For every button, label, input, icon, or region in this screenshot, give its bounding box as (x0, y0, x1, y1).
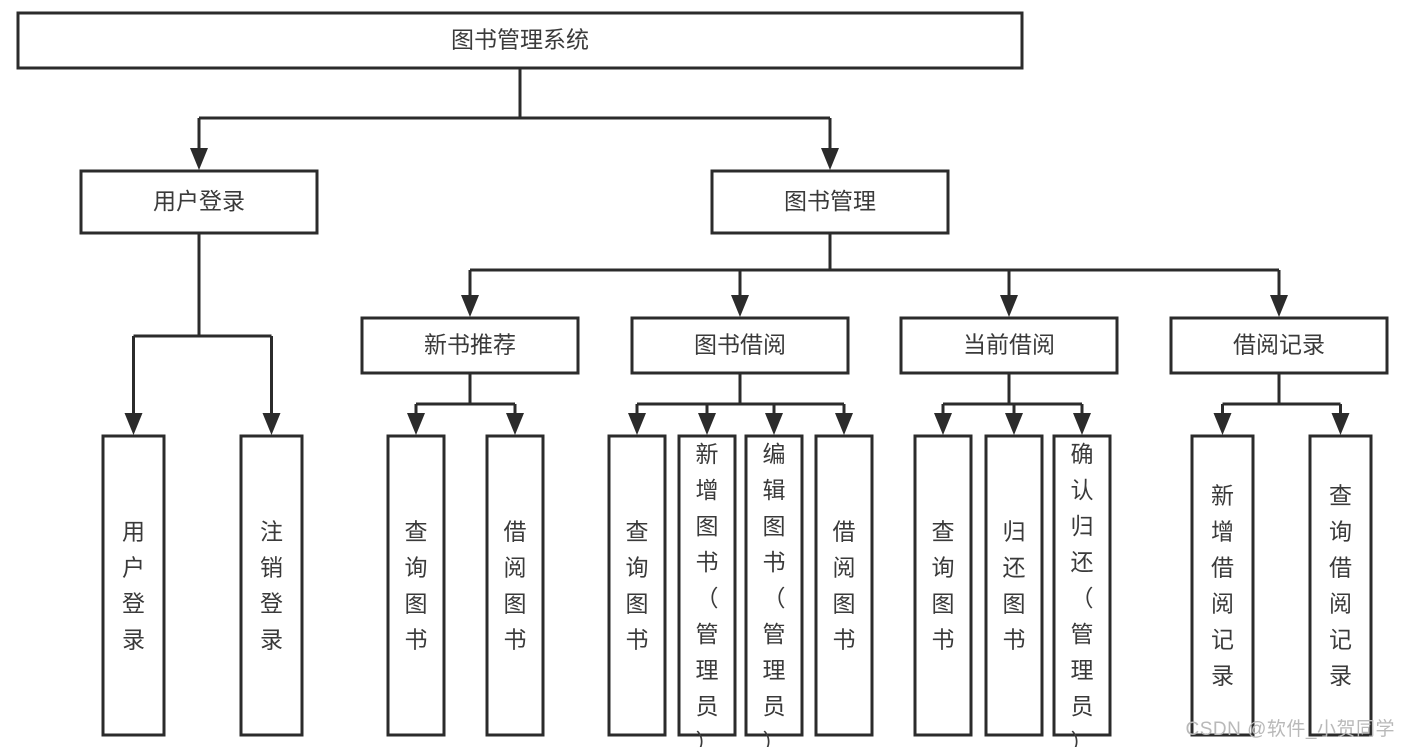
level1-node-0-label: 用户登录 (153, 188, 245, 214)
arrow-down-icon-0-0 (407, 413, 425, 435)
connector-layer (124, 68, 1350, 435)
leaf-label-3: 借阅图书 (504, 519, 527, 653)
arrow-down-icon-l2-2 (1000, 295, 1018, 317)
arrow-down-icon-2-2 (1073, 413, 1091, 435)
level2-node-1-label: 图书借阅 (694, 332, 786, 358)
leaf-label-10: 确认归还（管理员） (1071, 441, 1094, 747)
level1-node-1-label: 图书管理 (784, 188, 876, 214)
arrow-down-icon-0-1 (506, 413, 524, 435)
leaf-box-12[interactable] (1308, 434, 1373, 737)
leaf-box-1[interactable] (239, 434, 304, 737)
root-node-label: 图书管理系统 (451, 27, 589, 53)
level1-node-1-box[interactable] (710, 169, 950, 235)
leaf-label-2: 查询图书 (405, 519, 428, 653)
arrow-down-icon-2-0 (934, 413, 952, 435)
leaf-label-8: 查询图书 (932, 519, 955, 653)
leaf-label-1: 注销登录 (260, 519, 283, 653)
leaf-box-3[interactable] (485, 434, 545, 737)
arrow-down-icon-l1-0 (190, 148, 208, 170)
leaf-box-5[interactable] (677, 434, 737, 737)
level2-node-2-box[interactable] (899, 316, 1119, 375)
level2-node-0-label: 新书推荐 (424, 332, 516, 358)
level1-node-0-box[interactable] (79, 169, 319, 235)
leaf-box-6[interactable] (744, 434, 804, 737)
arrow-down-icon-l2-3 (1270, 295, 1288, 317)
leaf-box-9[interactable] (984, 434, 1044, 737)
leaf-box-10[interactable] (1052, 434, 1112, 737)
level2-node-0-box[interactable] (360, 316, 580, 375)
arrow-down-icon-1-1 (698, 413, 716, 435)
level2-node-3-box[interactable] (1169, 316, 1389, 375)
leaf-box-4[interactable] (607, 434, 667, 737)
arrow-down-icon-l2-0 (461, 295, 479, 317)
arrow-down-icon-l2-1 (731, 295, 749, 317)
arrow-down-icon-1-2 (765, 413, 783, 435)
leaf-box-8[interactable] (913, 434, 973, 737)
arrow-down-icon-3-1 (1331, 413, 1350, 435)
leaf-label-5: 新增图书（管理员） (696, 441, 719, 747)
leaf-label-9: 归还图书 (1003, 519, 1026, 653)
arrow-down-icon-login-1 (262, 413, 281, 435)
label-layer: 图书管理系统用户登录图书管理新书推荐图书借阅当前借阅借阅记录用户登录注销登录查询… (122, 27, 1352, 747)
arrow-down-icon-1-3 (835, 413, 853, 435)
leaf-box-2[interactable] (386, 434, 446, 737)
leaf-box-7[interactable] (814, 434, 874, 737)
arrow-down-icon-2-1 (1005, 413, 1023, 435)
csdn-watermark: CSDN @软件_小贺同学 (1185, 719, 1395, 740)
arrow-down-icon-3-0 (1213, 413, 1232, 435)
root-node-box[interactable] (16, 11, 1024, 70)
leaf-label-11: 新增借阅记录 (1211, 483, 1234, 689)
level2-node-2-label: 当前借阅 (963, 332, 1055, 358)
leaf-label-12: 查询借阅记录 (1329, 483, 1352, 689)
arrow-down-icon-l1-1 (821, 148, 839, 170)
leaf-label-7: 借阅图书 (833, 519, 856, 653)
leaf-label-0: 用户登录 (122, 519, 145, 653)
leaf-box-11[interactable] (1190, 434, 1255, 737)
leaf-label-4: 查询图书 (626, 519, 649, 653)
level2-node-1-box[interactable] (630, 316, 850, 375)
level2-node-3-label: 借阅记录 (1233, 332, 1325, 358)
arrow-down-icon-login-0 (124, 413, 143, 435)
leaf-box-0[interactable] (101, 434, 166, 737)
node-layer (16, 11, 1389, 737)
leaf-label-6: 编辑图书（管理员） (763, 441, 786, 747)
arrow-down-icon-1-0 (628, 413, 646, 435)
